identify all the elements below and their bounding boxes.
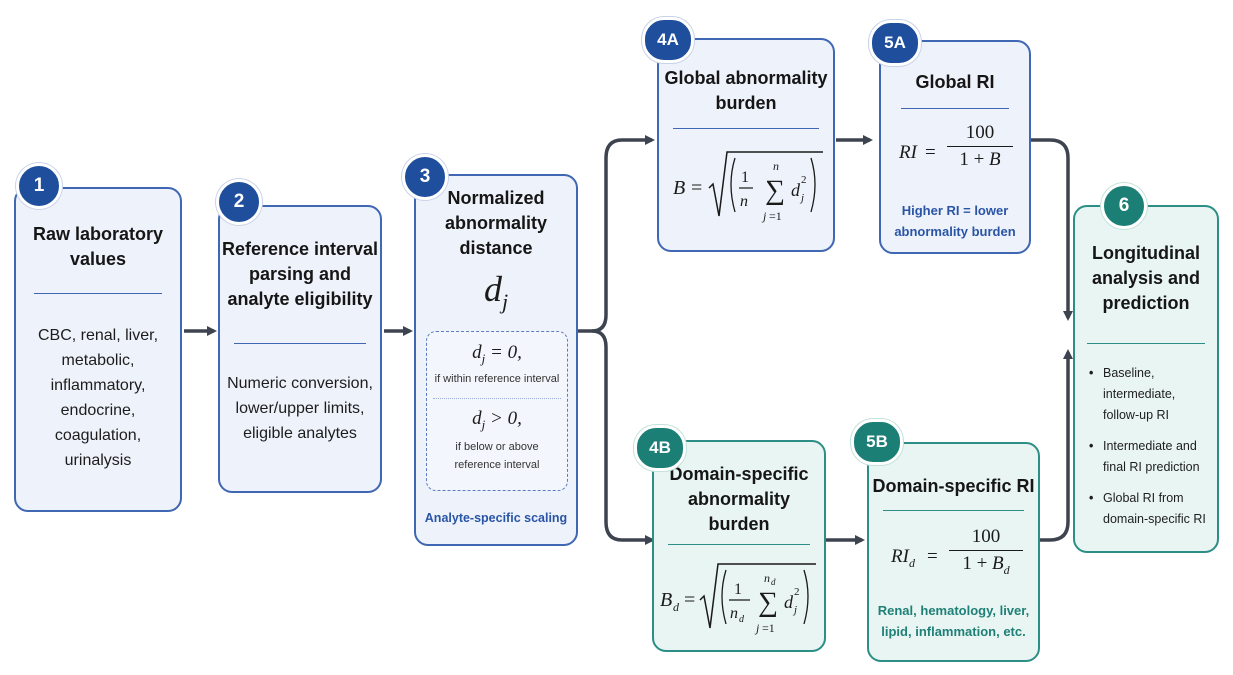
step-2-description: Numeric conversion, lower/upper limits, … [227, 375, 373, 442]
bullet-item: Global RI from domain-specific RI [1089, 488, 1209, 530]
step-6-bullets: Baseline, intermediate, follow-up RI Int… [1089, 363, 1209, 540]
arrow-3-to-4b [591, 329, 655, 545]
step-4b-box: Domain-specific abnormality burden B d =… [652, 440, 826, 652]
step-2-box: Reference interval parsing and analyte e… [218, 205, 382, 493]
step-4b-title: Domain-specific abnormality burden [669, 464, 809, 534]
global-burden-formula: B = 1 n n ∑ j =1 d 2 j [673, 151, 823, 223]
svg-text:j: j [792, 604, 797, 616]
svg-text:j: j [761, 209, 767, 223]
svg-text:n: n [730, 605, 738, 622]
svg-text:d: d [791, 180, 801, 200]
svg-text:d: d [673, 600, 680, 614]
svg-text:=: = [684, 589, 695, 611]
arrow-5a-to-6 [1031, 138, 1073, 321]
svg-text:2: 2 [794, 586, 800, 598]
svg-text:d: d [739, 614, 745, 625]
distance-cases: dj = 0, if within reference interval dj … [426, 331, 568, 491]
step-1-box: Raw laboratory values CBC, renal, liver,… [14, 187, 182, 512]
svg-text:B: B [673, 177, 685, 199]
svg-text:n: n [740, 193, 748, 210]
step-1-description: CBC, renal, liver, metabolic, inflammato… [37, 327, 159, 469]
bullet-item: Intermediate and final RI prediction [1089, 436, 1209, 478]
step-2-badge: 2 [216, 179, 262, 225]
step-5a-note: Higher RI = lower abnormality burden [894, 203, 1016, 239]
case-outside-caption: if below or above reference interval [454, 441, 540, 471]
step-4b-badge: 4B [634, 425, 686, 471]
step-5b-title: Domain-specific RI [872, 476, 1035, 496]
svg-text:2: 2 [801, 174, 807, 186]
svg-text:n: n [773, 159, 779, 173]
svg-text:∑: ∑ [758, 587, 778, 618]
step-4a-title: Global abnormality burden [664, 68, 828, 113]
svg-text:B: B [660, 589, 672, 611]
svg-text:d: d [771, 577, 776, 587]
step-6-badge: 6 [1101, 183, 1147, 229]
step-3-box: Normalized abnormality distance dj dj = … [414, 174, 578, 546]
step-5b-note: Renal, hematology, liver, lipid, inflamm… [877, 603, 1030, 639]
step-3-badge: 3 [402, 154, 448, 200]
arrow-3-to-4a [578, 135, 655, 333]
case-within-formula: dj = 0, [472, 342, 522, 366]
svg-text:n: n [764, 571, 770, 585]
step-4a-box: Global abnormality burden B = 1 n n ∑ j … [657, 38, 835, 252]
svg-text:j: j [754, 621, 760, 635]
step-4a-badge: 4A [642, 17, 694, 63]
step-6-box: Longitudinal analysis and prediction Bas… [1073, 205, 1219, 553]
case-within-caption: if within reference interval [434, 373, 560, 385]
step-2-title: Reference interval parsing and analyte e… [221, 239, 379, 309]
case-outside-formula: dj > 0, [472, 408, 522, 432]
step-5b-badge: 5B [851, 419, 903, 465]
step-5a-badge: 5A [869, 20, 921, 66]
bullet-item: Baseline, intermediate, follow-up RI [1089, 363, 1209, 426]
step-3-note: Analyte-specific scaling [424, 511, 568, 525]
domain-burden-formula: B d = 1 n d n d ∑ j =1 d 2 j [660, 563, 816, 635]
arrow-5b-to-6 [1040, 349, 1073, 542]
step-6-title: Longitudinal analysis and prediction [1091, 243, 1201, 313]
step-5b-box: Domain-specific RI RId = 100 1 + Bd Rena… [867, 442, 1040, 662]
distance-symbol: dj [483, 269, 509, 315]
svg-text:d: d [784, 592, 794, 612]
svg-text:=1: =1 [769, 209, 782, 223]
step-5a-title: Global RI [915, 72, 995, 92]
svg-text:1: 1 [741, 169, 749, 186]
svg-text:∑: ∑ [765, 175, 785, 206]
svg-text:1: 1 [734, 581, 742, 598]
global-ri-formula: RI = 100 1 + B [881, 122, 1029, 186]
svg-text:j: j [799, 192, 804, 204]
svg-text:=: = [691, 177, 702, 199]
step-3-title: Normalized abnormality distance [444, 188, 548, 258]
domain-ri-formula: RId = 100 1 + Bd [869, 526, 1038, 590]
svg-text:=1: =1 [762, 621, 775, 635]
step-1-title: Raw laboratory values [32, 224, 164, 269]
step-1-badge: 1 [16, 163, 62, 209]
step-5a-box: Global RI RI = 100 1 + B Higher RI = low… [879, 40, 1031, 254]
